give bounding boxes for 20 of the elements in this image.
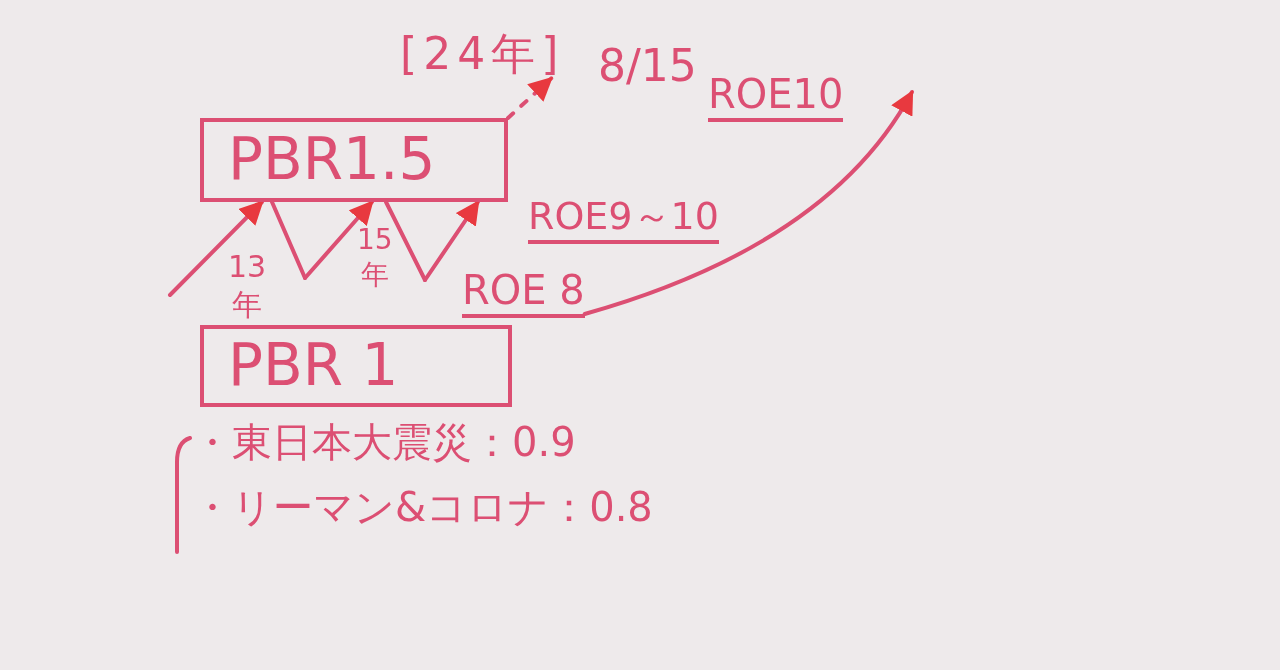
zigzag-line (270, 200, 307, 280)
dashed-arrow (506, 76, 554, 120)
date-label: 8/15 (598, 42, 697, 91)
roe-label: ROE10 (708, 72, 844, 122)
year-label: [24年] (400, 30, 565, 79)
roe-label: ROE 8 (462, 268, 585, 318)
ratio-box (200, 325, 512, 407)
zigzag-arrow (168, 200, 264, 297)
list-item: ・リーマン&コロナ：0.8 (192, 485, 653, 529)
box-label: PBR 1 (228, 334, 399, 398)
curved-arrow (582, 89, 914, 316)
zigzag-arrow (423, 200, 480, 282)
roe-label: ROE9～10 (528, 196, 719, 244)
year-label: 13年 (228, 248, 267, 323)
box-label: PBR1.5 (228, 128, 436, 192)
zigzag-line (384, 200, 427, 282)
year-label: 15年 (357, 222, 393, 292)
zigzag-arrow (303, 200, 374, 280)
list-item: ・東日本大震災：0.9 (192, 420, 576, 464)
ratio-box (200, 118, 508, 202)
